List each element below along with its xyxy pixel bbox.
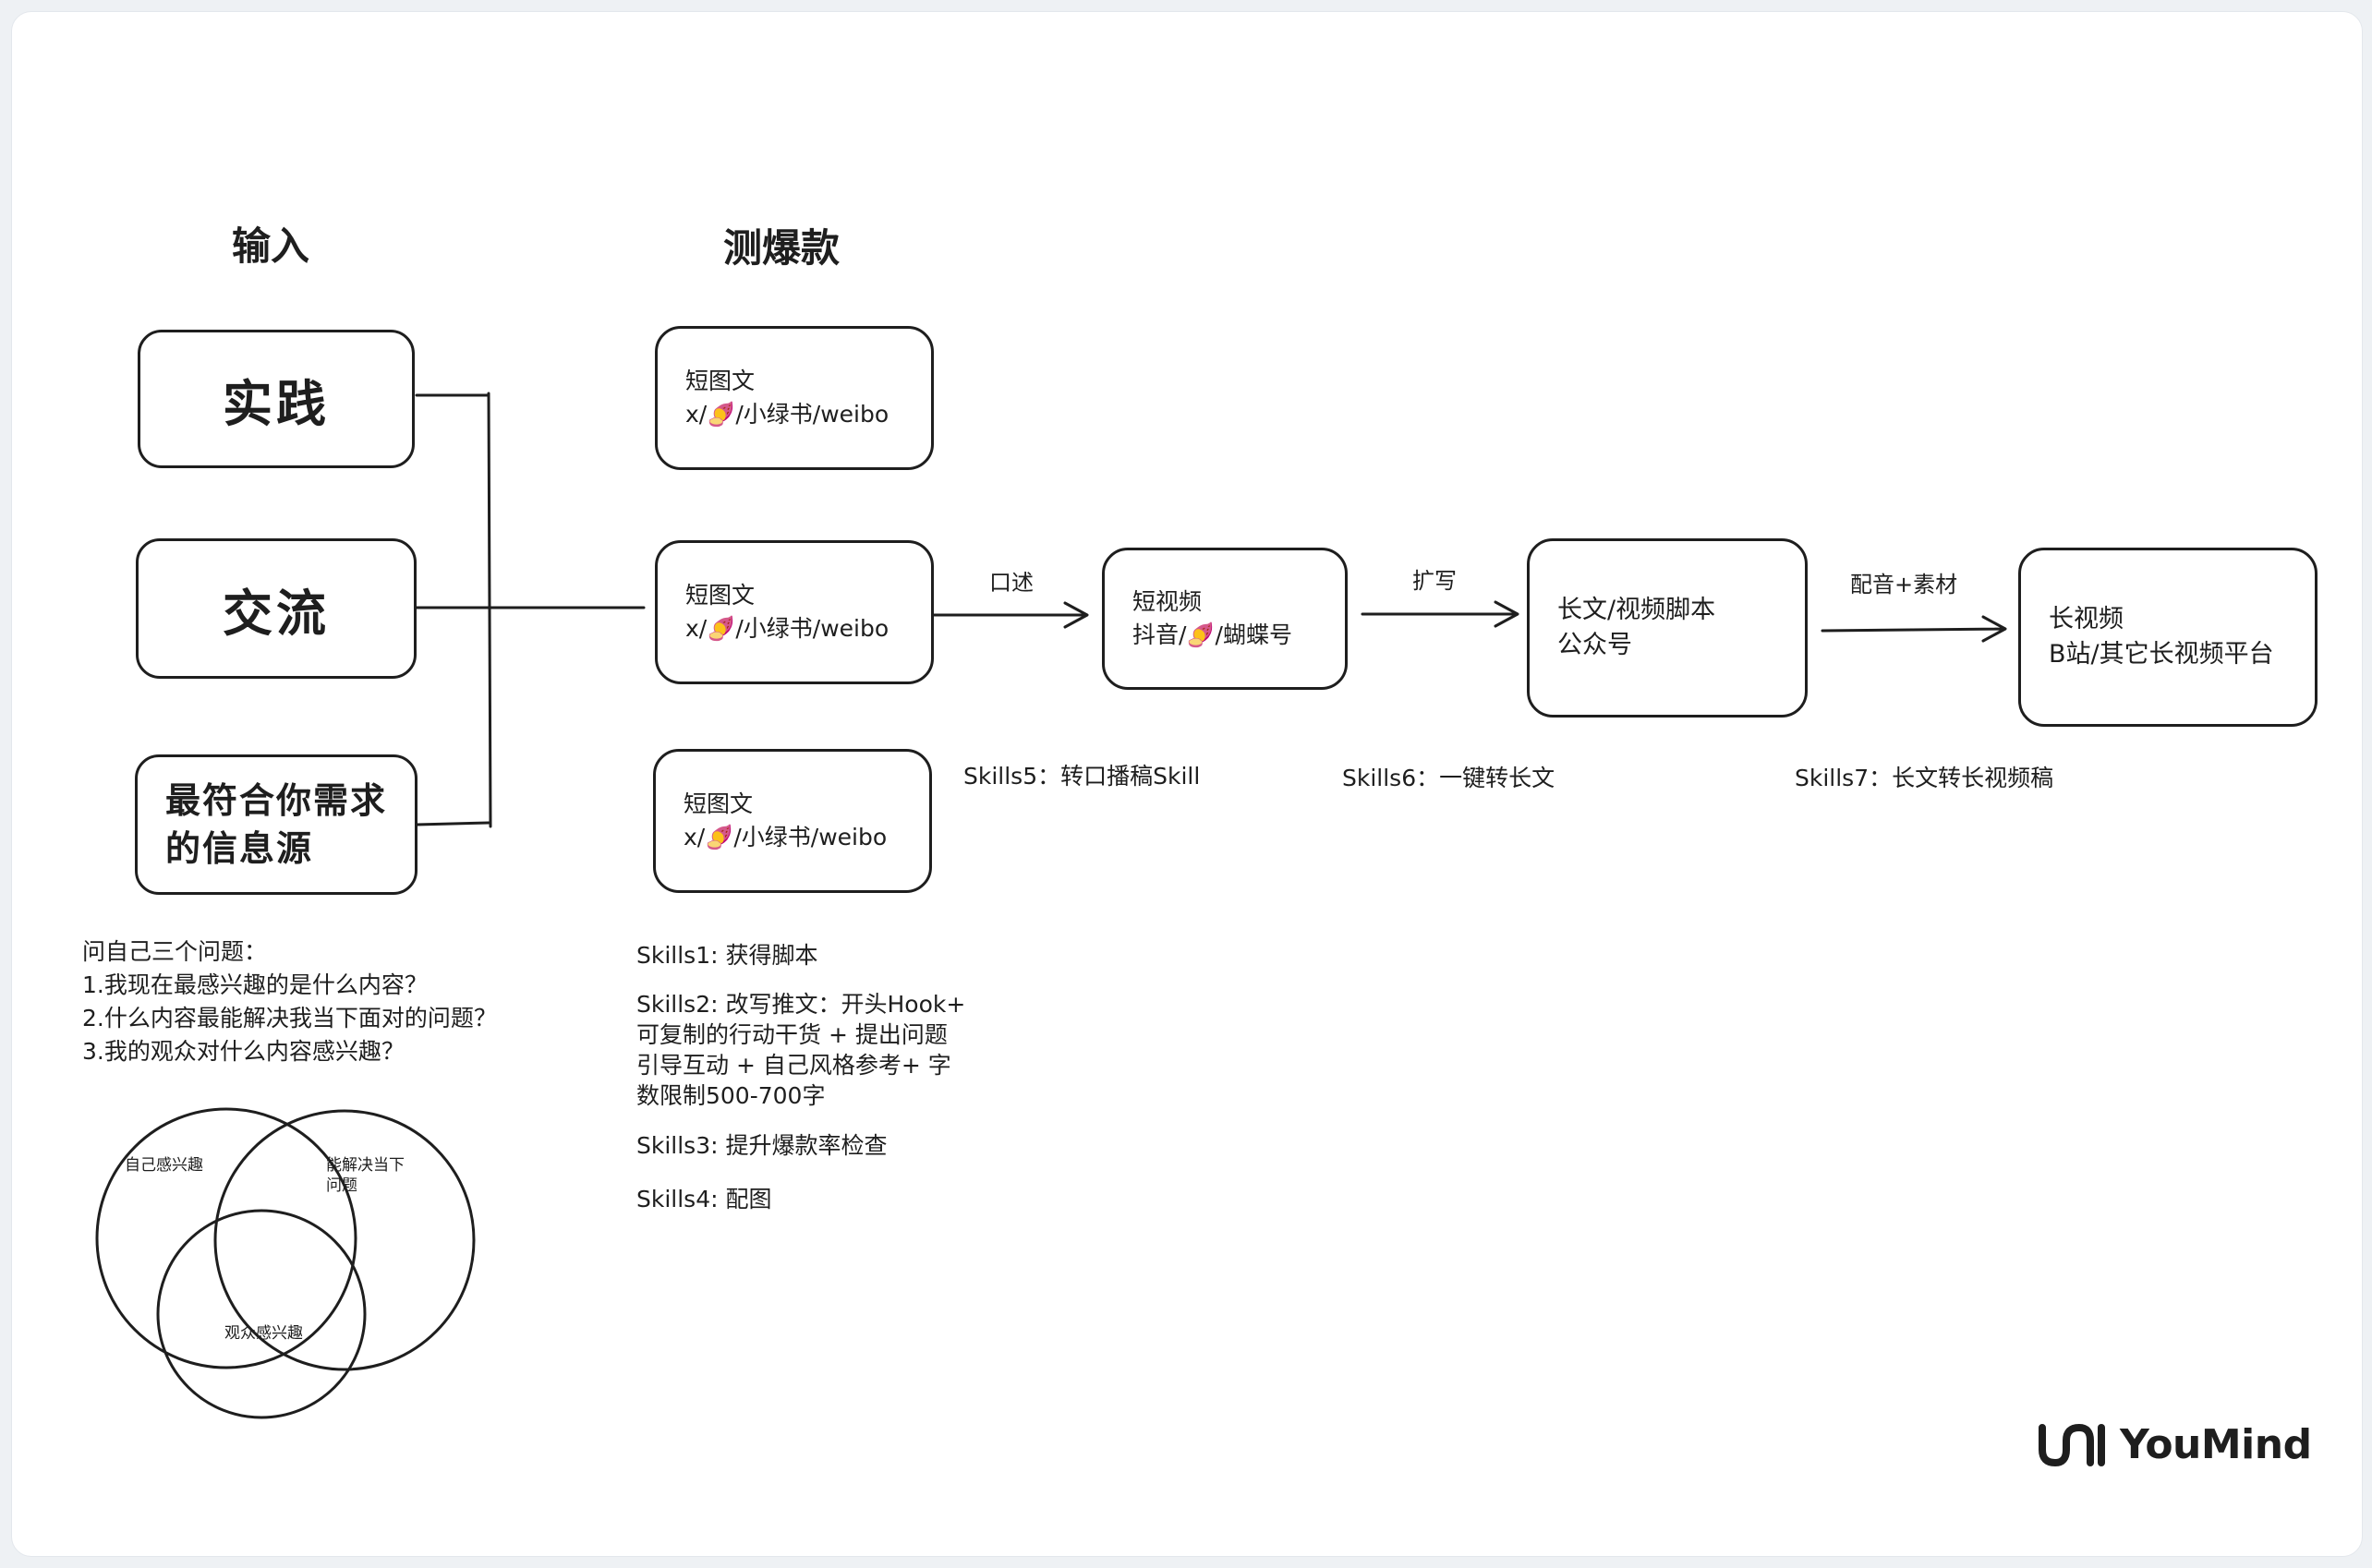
- card-title: 短图文: [685, 582, 756, 609]
- card-title: 长视频: [2049, 605, 2124, 633]
- question-item: 1.我现在最感兴趣的是什么内容？: [82, 971, 428, 998]
- venn-circle-solve: [213, 1109, 476, 1371]
- card-short-post-2[interactable]: 短图文 x/🍠/小绿书/weibo: [655, 540, 934, 684]
- questions-intro: 问自己三个问题：: [82, 938, 268, 965]
- card-short-post-3[interactable]: 短图文 x/🍠/小绿书/weibo: [653, 749, 932, 893]
- input-box-practice[interactable]: 实践: [138, 330, 415, 468]
- skill-2-line: 引导互动 + 自己风格参考+ 字: [636, 1052, 951, 1079]
- card-platforms: x/🍠/小绿书/weibo: [685, 401, 890, 428]
- card-platforms: 抖音/🍠/蝴蝶号: [1132, 621, 1292, 648]
- skill-1-label: Skills1: 获得脚本: [636, 942, 818, 969]
- skill-2-line: 可复制的行动干货 + 提出问题: [636, 1021, 948, 1048]
- card-platforms: 公众号: [1557, 631, 1632, 659]
- venn-circle-self: [95, 1107, 357, 1369]
- connector-bus-vertical: [487, 392, 492, 828]
- skills-list: Skills1: 获得脚本 Skills2: 改写推文：开头Hook+ 可复制的…: [636, 939, 965, 1216]
- arrow-peiyin: [1821, 615, 2007, 643]
- card-title: 短视频: [1132, 588, 1203, 615]
- card-platforms: x/🍠/小绿书/weibo: [684, 824, 888, 850]
- input-label-practice: 实践: [223, 374, 330, 433]
- input-label-info-source: 最符合你需求 的信息源: [165, 777, 387, 873]
- venn-circle-audience: [156, 1209, 367, 1419]
- venn-label-solve-line1: 能解决当下: [326, 1156, 405, 1175]
- connector-input-3: [415, 821, 490, 826]
- input-label-info-source-line2: 的信息源: [165, 828, 314, 869]
- question-item: 2.什么内容最能解决我当下面对的问题？: [82, 1005, 497, 1031]
- card-long-video[interactable]: 长视频 B站/其它长视频平台: [2018, 548, 2318, 727]
- skill-7-label: Skills7：长文转长视频稿: [1795, 765, 2054, 791]
- whiteboard-canvas: 输入 测爆款 实践 交流 最符合你需求 的信息源 短图文 x/🍠/小绿书/wei…: [11, 11, 2363, 1557]
- card-title: 短图文: [684, 790, 754, 817]
- venn-label-audience: 观众感兴趣: [224, 1324, 303, 1343]
- youmind-logo-icon: [2039, 1423, 2105, 1466]
- input-label-exchange: 交流: [223, 584, 330, 643]
- brand-logo: YouMind: [2037, 1421, 2312, 1468]
- question-item: 3.我的观众对什么内容感兴趣？: [82, 1038, 405, 1065]
- card-platforms: B站/其它长视频平台: [2049, 640, 2274, 669]
- edge-label-koushu: 口述: [989, 570, 1034, 596]
- venn-label-self: 自己感兴趣: [125, 1156, 203, 1175]
- skill-6-label: Skills6：一键转长文: [1342, 765, 1555, 791]
- venn-label-solve-line2: 问题: [326, 1176, 357, 1195]
- arrow-koushu: [932, 601, 1089, 629]
- card-long-article[interactable]: 长文/视频脚本 公众号: [1527, 538, 1808, 718]
- card-title: 短图文: [685, 368, 756, 394]
- questions-block: 问自己三个问题： 1.我现在最感兴趣的是什么内容？ 2.什么内容最能解决我当下面…: [82, 935, 497, 1068]
- brand-name: YouMind: [2120, 1421, 2312, 1468]
- skill-2-line: 数限制500-700字: [636, 1082, 826, 1109]
- card-short-post-1[interactable]: 短图文 x/🍠/小绿书/weibo: [655, 326, 934, 470]
- card-title: 长文/视频脚本: [1557, 596, 1716, 624]
- skill-2-block: Skills2: 改写推文：开头Hook+ 可复制的行动干货 + 提出问题 引导…: [636, 989, 965, 1111]
- heading-input: 输入: [232, 223, 310, 269]
- skill-4-label: Skills4: 配图: [636, 1186, 772, 1212]
- skill-3-label: Skills3: 提升爆款率检查: [636, 1132, 888, 1159]
- heading-test-viral: 测爆款: [723, 225, 841, 271]
- edge-label-peiyin: 配音+素材: [1850, 572, 1958, 597]
- card-short-video[interactable]: 短视频 抖音/🍠/蝴蝶号: [1102, 548, 1348, 690]
- input-box-info-source[interactable]: 最符合你需求 的信息源: [135, 754, 418, 895]
- input-box-exchange[interactable]: 交流: [136, 538, 417, 679]
- skill-2-line: Skills2: 改写推文：开头Hook+: [636, 991, 966, 1018]
- edge-label-kuoxie: 扩写: [1412, 568, 1457, 594]
- connector-lines: [95, 392, 2007, 1419]
- venn-label-solve: 能解决当下 问题: [326, 1155, 405, 1196]
- skill-5-label: Skills5：转口播稿Skill: [963, 763, 1201, 790]
- arrow-kuoxie: [1361, 600, 1519, 628]
- card-platforms: x/🍠/小绿书/weibo: [685, 615, 890, 642]
- input-label-info-source-line1: 最符合你需求: [165, 780, 388, 821]
